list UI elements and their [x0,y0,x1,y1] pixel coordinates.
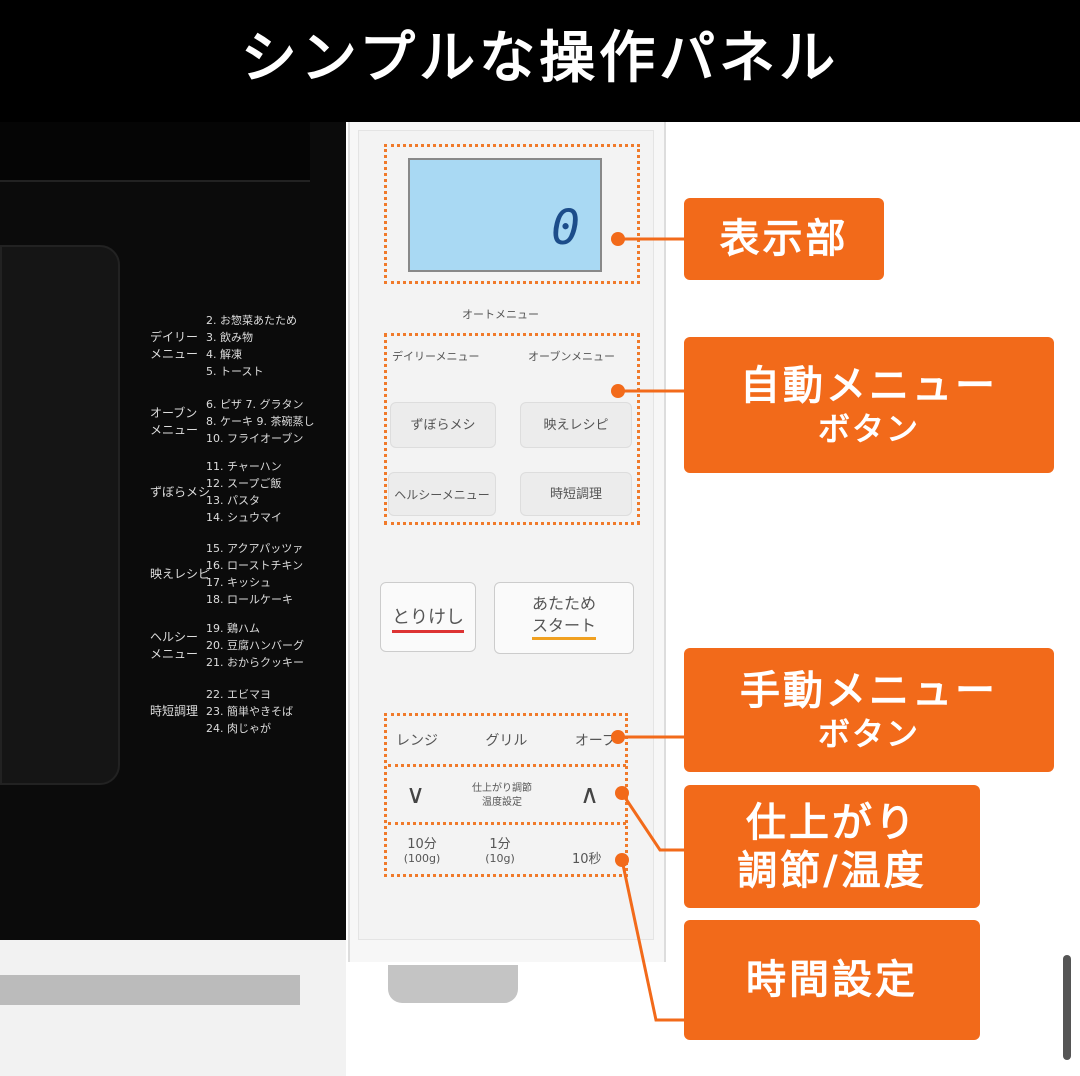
callout-display-text: 表示部 [719,216,849,262]
callout-time-text: 時間設定 [746,957,918,1003]
door-menu-item: 4. 解凍 [206,348,242,361]
door-menu-group: ずぼらメシ 11. チャーハン 12. スープご飯 13. パスタ 14. シュウマイ [150,458,282,526]
dot-manual [611,730,625,744]
callout-auto-text-1: 自動メニュー [740,363,998,409]
callout-finish-text-2: 調節/温度 [737,847,927,894]
door-menu-item: 19. 鶏ハム [206,622,260,635]
callout-auto-menu: 自動メニュー ボタン [684,337,1054,473]
panel-foot [388,965,518,1003]
adjust-label-1: 仕上がり調節 [472,783,532,794]
callout-finish-temp: 仕上がり 調節/温度 [684,785,980,908]
door-menu-item: 5. トースト [206,365,264,378]
range-button[interactable]: レンジ [396,733,438,749]
door-menu-item: 3. 飲み物 [206,331,253,344]
door-menu-item: 2. お惣菜あたため [206,314,297,327]
start-label-2: スタート [531,615,596,640]
ten-sec-button[interactable]: 10秒 [572,852,602,867]
door-menu-category: 映えレシピ [150,566,211,581]
callout-auto-text-2: ボタン [817,410,920,448]
door-menu-item: 10. フライオーブン [206,432,304,445]
ten-min-button[interactable]: 10分(100g) [392,838,452,866]
divider [388,764,626,767]
display-value: 0 [551,200,580,256]
door-menu-group: 映えレシピ 15. アクアパッツァ 16. ローストチキン 17. キッシュ 18. ロ… [150,540,303,608]
ten-min-label: 10分 [407,837,437,852]
cancel-label: とりけし [392,607,464,633]
auto-menu-label: オートメニュー [462,308,539,321]
one-min-sub: (10g) [485,852,515,865]
grill-button[interactable]: グリル [485,733,528,749]
dot-display [611,232,625,246]
door-menu-category: オーブン メニュー [150,405,199,437]
door-menu-item: 24. 肉じゃが [206,722,271,735]
one-min-label: 1分 [489,837,511,852]
door-menu-category: 時短調理 [150,704,199,718]
divider [388,822,626,825]
door-menu-item: 13. パスタ [206,494,260,507]
door-menu-item: 12. スープご飯 [206,477,282,490]
connector-time [620,859,684,1022]
hae-recipe-button[interactable]: 映えレシピ [520,402,632,448]
ten-min-sub: (100g) [403,852,441,865]
dot-finish [615,786,629,800]
door-menu-item: 16. ローストチキン [206,559,304,572]
door-menu-item: 23. 簡単やきそば [206,705,293,718]
oven-menu-label: オーブンメニュー [528,350,616,363]
dot-time [615,853,629,867]
door-menu-group: デイリー メニュー 2. お惣菜あたため 3. 飲み物 4. 解凍 5. トースト [150,312,297,380]
callout-manual-menu: 手動メニュー ボタン [684,648,1054,772]
start-label-1: あたため [531,594,596,613]
down-button[interactable]: ∨ [406,780,426,810]
callout-time-setting: 時間設定 [684,920,980,1040]
callout-finish-text-1: 仕上がり [746,799,918,846]
floor [0,940,346,1076]
up-button[interactable]: ∧ [580,780,600,810]
door-menu-item: 20. 豆腐ハンバーグ [206,639,304,652]
auto-menu-highlight [384,333,640,525]
door-window [0,245,120,785]
door-menu-item: 11. チャーハン [206,460,282,473]
zubora-button[interactable]: ずぼらメシ [390,402,496,448]
door-menu-group: 時短調理 22. エビマヨ 23. 簡単やきそば 24. 肉じゃが [150,686,293,737]
callout-display: 表示部 [684,198,884,280]
adjust-label: 仕上がり調節 温度設定 [462,782,542,810]
scrollbar[interactable] [1063,955,1071,1060]
oven-button[interactable]: オーブ [574,733,616,749]
door-menu-item: 17. キッシュ [206,576,271,589]
microwave-foot [0,975,300,1005]
door-menu-item: 15. アクアパッツァ [206,542,304,555]
page-title: シンプルな操作パネル [0,0,1080,122]
one-min-button[interactable]: 1分(10g) [470,838,530,866]
door-menu-category: ヘルシー メニュー [150,629,199,661]
door-menu-category: ずぼらメシ [150,484,211,499]
healthy-menu-button[interactable]: ヘルシーメニュー [388,472,496,516]
door-menu-group: オーブン メニュー 6. ピザ 7. グラタン 8. ケーキ 9. 茶碗蒸し 10. … [150,396,314,447]
door-menu-item: 21. おからクッキー [206,656,304,669]
door-menu-group: ヘルシー メニュー 19. 鶏ハム 20. 豆腐ハンバーグ 21. おからクッキー [150,620,304,671]
door-menu-item: 14. シュウマイ [206,511,282,524]
door-menu-item: 22. エビマヨ [206,688,271,701]
display-highlight [384,144,640,284]
cancel-button[interactable]: とりけし [380,582,476,652]
door-menu-category: デイリー メニュー [150,330,199,361]
callout-manual-text-1: 手動メニュー [740,668,998,714]
door-top [0,122,310,182]
jitan-button[interactable]: 時短調理 [520,472,632,516]
door-menu-item: 18. ロールケーキ [206,593,293,606]
start-button[interactable]: あたため スタート [494,582,634,654]
daily-menu-label: デイリーメニュー [392,350,480,363]
adjust-label-2: 温度設定 [482,797,522,808]
connector-finish [620,792,684,852]
dot-auto [611,384,625,398]
door-menu-item: 6. ピザ 7. グラタン [206,398,304,411]
callout-manual-text-2: ボタン [817,715,920,753]
door-menu-item: 8. ケーキ 9. 茶碗蒸し [206,415,315,428]
lcd-display: 0 [408,158,602,272]
